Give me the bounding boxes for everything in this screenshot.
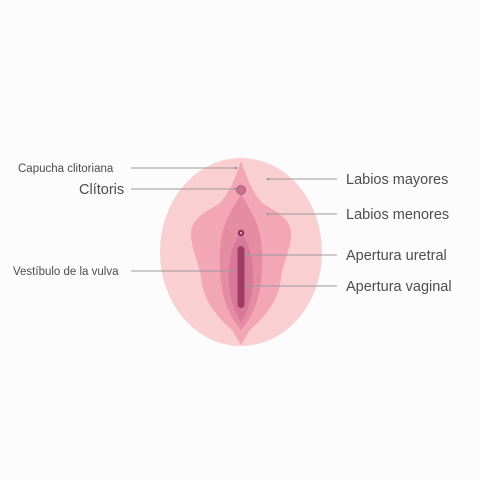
leader-dot-clitoral-hood	[234, 166, 238, 170]
label-clitoris: Clítoris	[79, 182, 124, 198]
vaginal-opening-shape	[237, 246, 245, 308]
label-labia-minora: Labios menores	[346, 207, 449, 223]
leader-dot-labia-minora	[266, 212, 270, 216]
leader-dot-urethral-opening	[244, 253, 248, 257]
label-clitoral-hood: Capucha clitoriana	[18, 163, 114, 175]
leader-dot-clitoris	[233, 187, 237, 191]
label-vaginal-opening: Apertura vaginal	[346, 279, 452, 295]
leader-dot-vaginal-opening	[244, 284, 248, 288]
label-urethral-opening: Apertura uretral	[346, 248, 447, 264]
leader-dot-vulvar-vestibule	[230, 269, 234, 273]
label-vulvar-vestibule: Vestíbulo de la vulva	[13, 266, 119, 278]
label-labia-majora: Labios mayores	[346, 172, 448, 188]
clitoris-shape	[236, 185, 246, 195]
leader-dot-labia-majora	[266, 177, 270, 181]
urethral-opening-highlight	[239, 231, 243, 235]
